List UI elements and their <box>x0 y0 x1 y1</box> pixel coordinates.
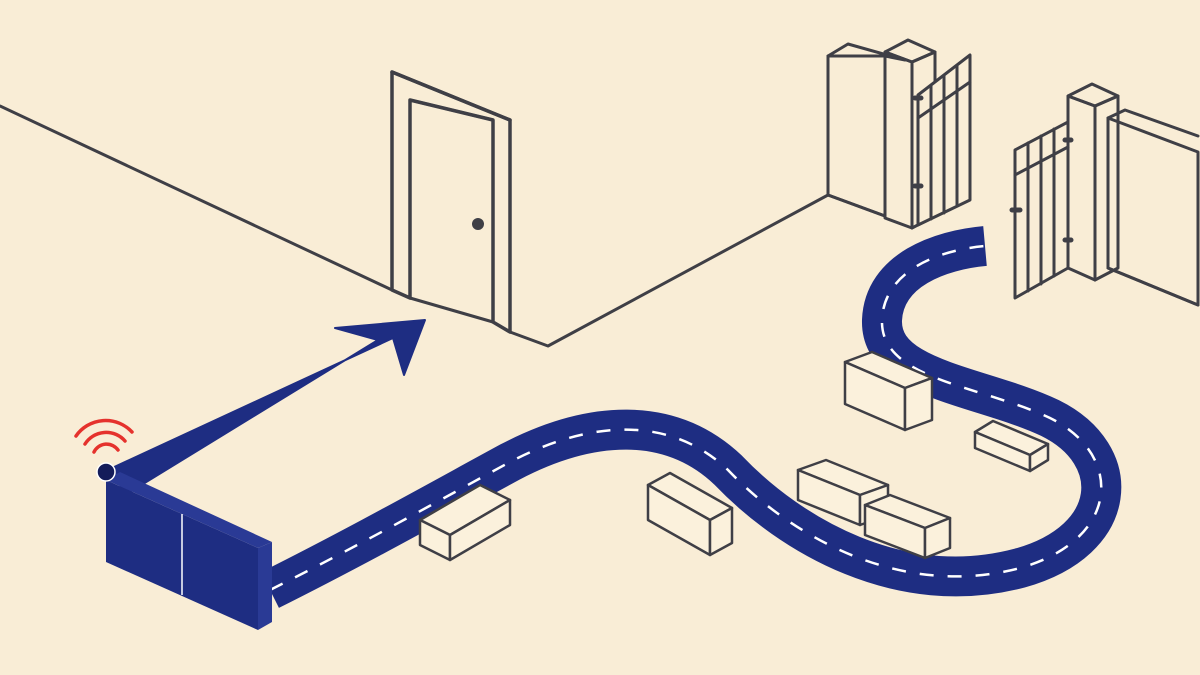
signal-dot <box>96 462 116 482</box>
pillar-left-top <box>883 38 937 64</box>
gate-left-rail <box>916 80 972 120</box>
gate-icon-right <box>1009 120 1074 300</box>
obstacle-box <box>418 483 512 562</box>
signal-waves <box>74 418 134 454</box>
obstacle-box <box>843 350 934 432</box>
obstacle-box <box>646 471 734 557</box>
gate-right-hinges <box>1009 137 1074 243</box>
gate-left-hinges <box>912 95 924 189</box>
winding-road <box>261 226 1122 608</box>
gate-icon <box>912 53 972 227</box>
arrow-icon <box>111 319 426 496</box>
obstacles <box>418 350 1050 562</box>
pillar-right-top <box>1066 82 1120 108</box>
wall-segment-right <box>1106 116 1200 307</box>
start-block-side <box>258 542 272 630</box>
start-block <box>106 472 272 630</box>
door-icon <box>390 70 512 334</box>
wall-cap-right <box>1106 108 1200 138</box>
gate-right-rail <box>1013 145 1070 177</box>
obstacle-box <box>973 419 1050 473</box>
road-lane-marking <box>269 244 1103 592</box>
direct-path-arrow <box>111 319 426 496</box>
door-panel <box>408 98 495 324</box>
door-knob <box>472 218 484 230</box>
door-frame-top <box>390 70 512 122</box>
start-block-top <box>106 472 272 548</box>
obstacle-box <box>863 493 952 560</box>
wifi-signal-icon <box>74 418 134 482</box>
wall-cap-left <box>826 42 907 62</box>
left-wall-floor-edge <box>0 104 394 292</box>
